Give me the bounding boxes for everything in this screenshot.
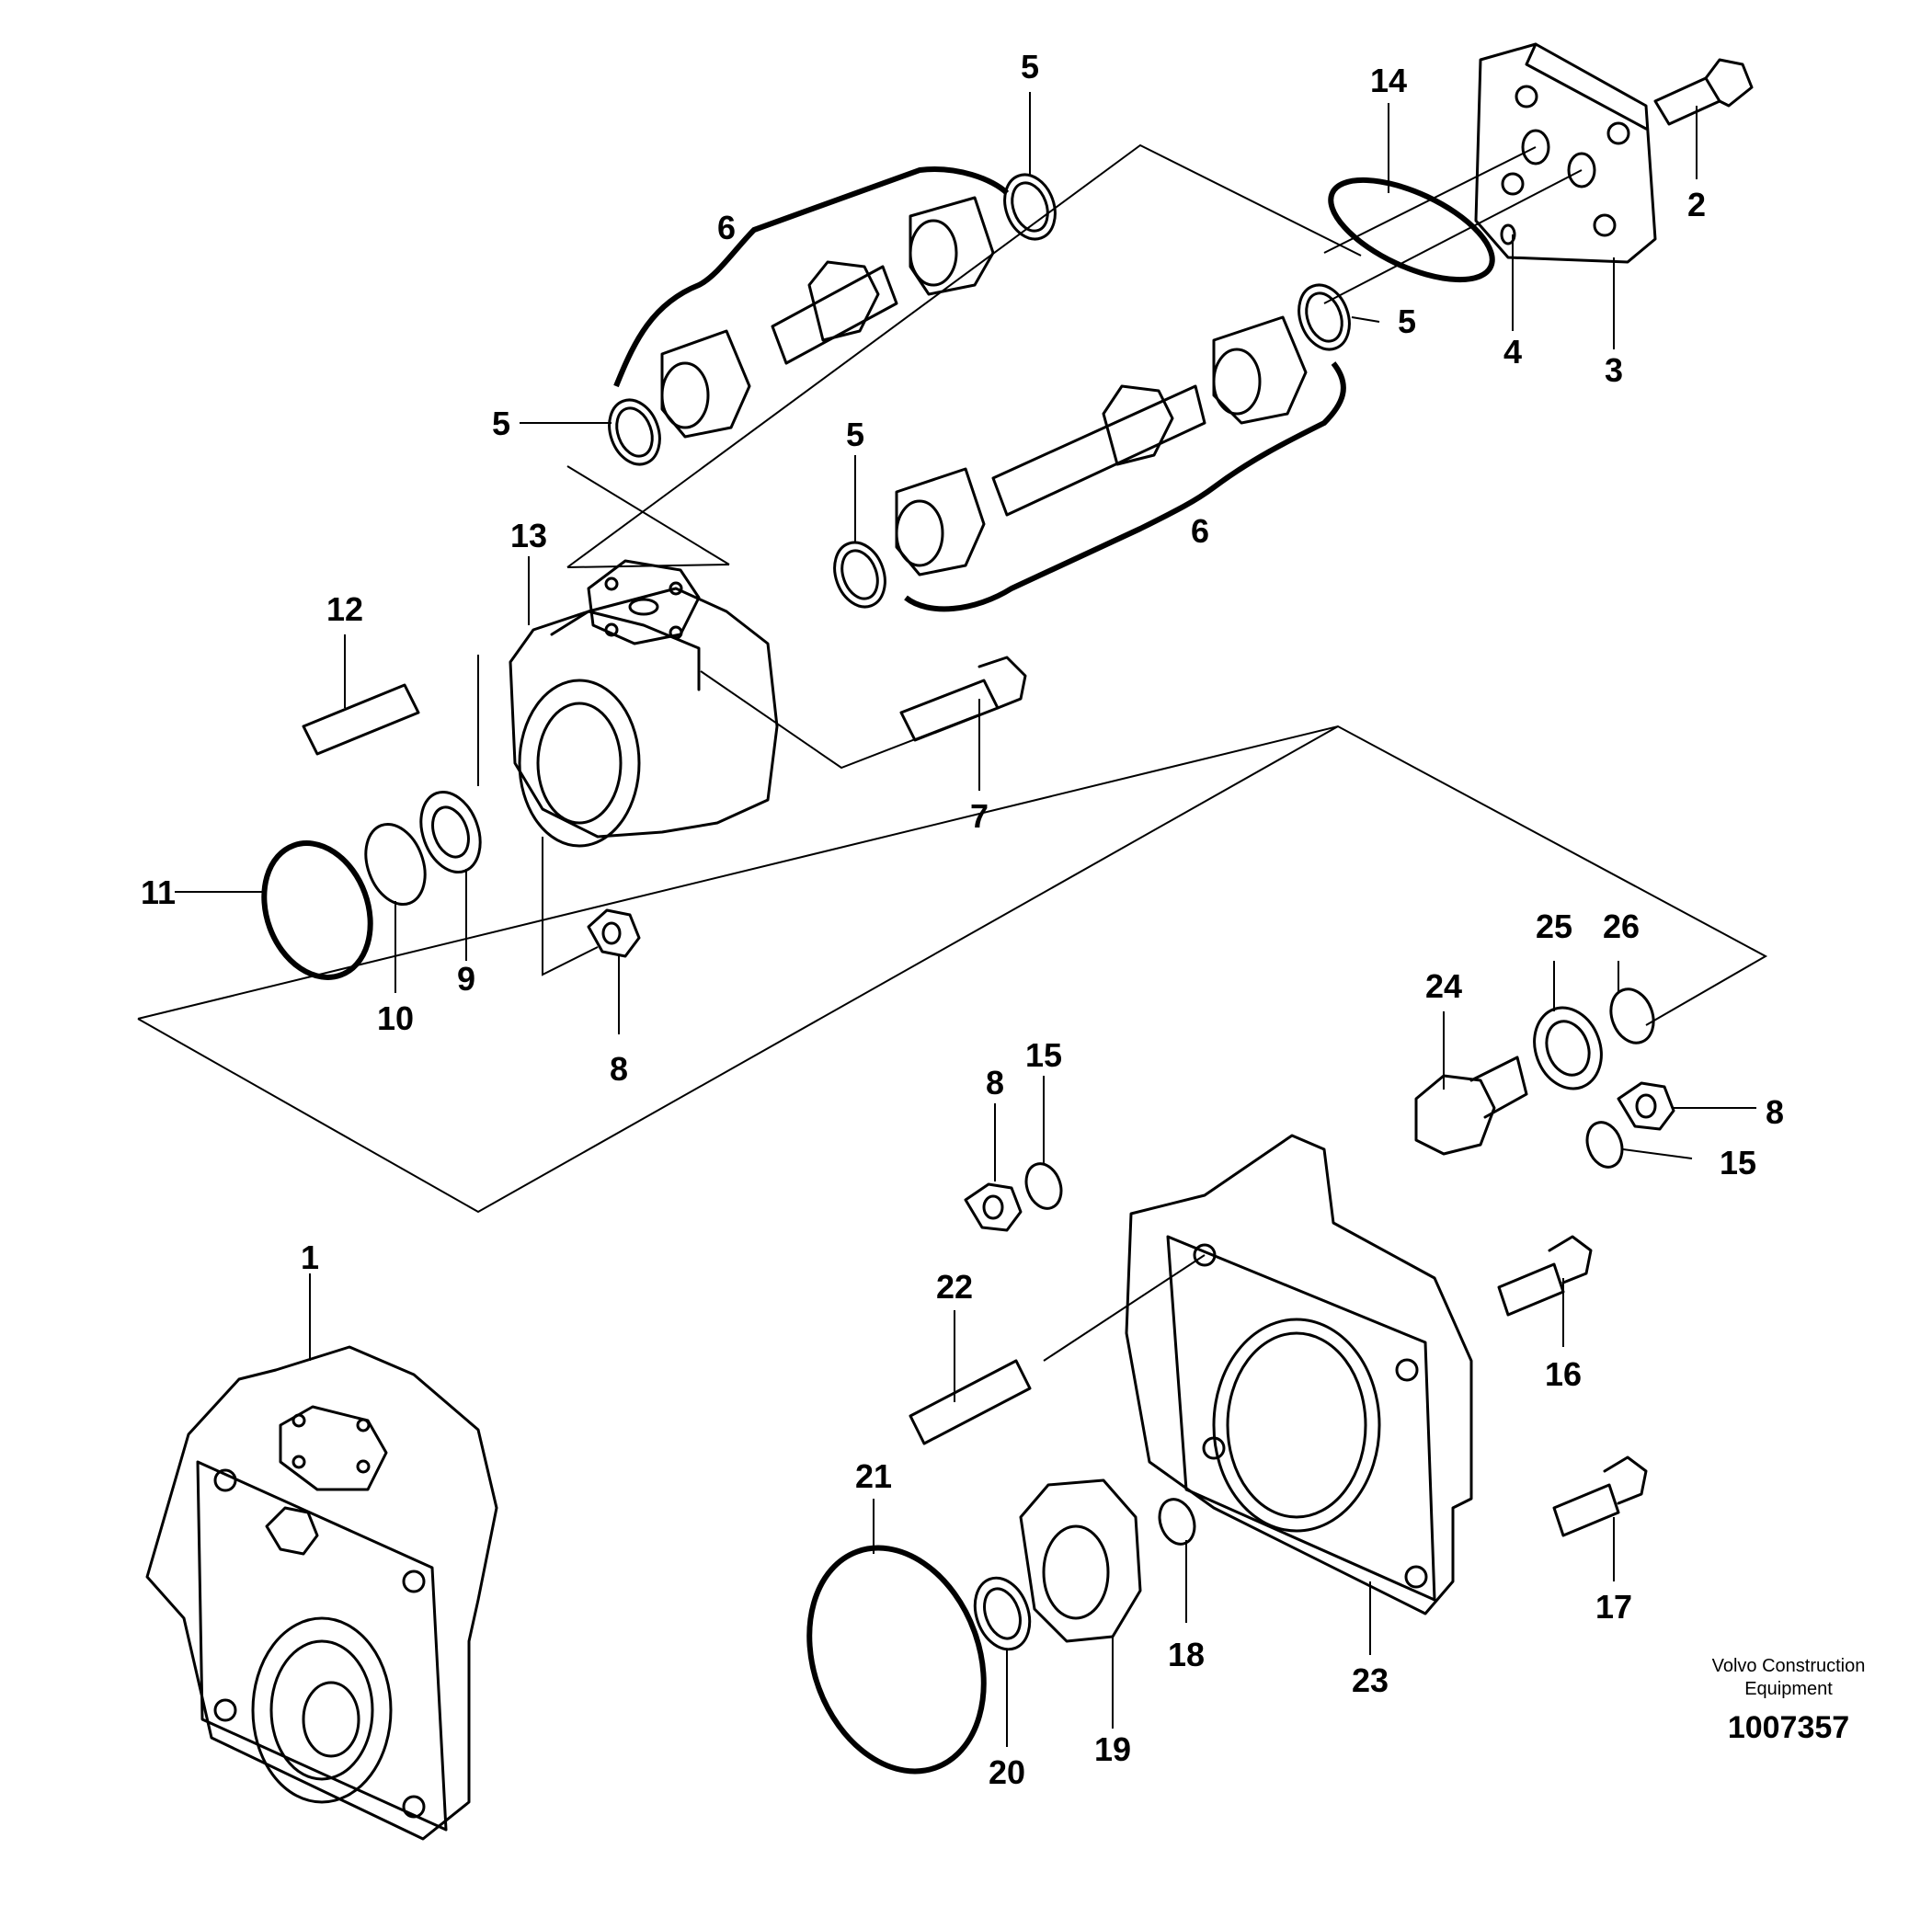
assembly-frame-lines	[137, 143, 1768, 1214]
callout-15a: 15	[1025, 1036, 1062, 1074]
callout-8a: 8	[610, 1050, 628, 1088]
drive-gear-parts	[1414, 987, 1655, 1156]
callout-24: 24	[1425, 967, 1462, 1005]
seal-rings	[608, 173, 1351, 609]
callout-5d: 5	[846, 416, 864, 453]
callout-20: 20	[989, 1753, 1025, 1791]
callout-25: 25	[1536, 907, 1572, 945]
o-ring-part	[1328, 177, 1495, 283]
front-flange-housing-part	[1043, 1134, 1473, 1615]
callout-14: 14	[1370, 62, 1407, 99]
assembled-pump-part	[145, 1345, 498, 1841]
callout-11: 11	[141, 873, 176, 911]
callout-21: 21	[855, 1457, 892, 1495]
callout-26: 26	[1603, 907, 1640, 945]
stud-part	[302, 683, 420, 756]
stud-part	[909, 1359, 1032, 1445]
lower-ring-and-gear-parts	[806, 1478, 1196, 1775]
pump-body-part	[509, 559, 779, 848]
callout-10: 10	[377, 999, 414, 1037]
callout-5b: 5	[1398, 302, 1416, 340]
callout-2: 2	[1687, 186, 1706, 223]
callout-4: 4	[1503, 333, 1522, 371]
leader-lines	[175, 92, 1756, 1747]
callout-16: 16	[1545, 1355, 1582, 1393]
callout-17: 17	[1595, 1588, 1632, 1626]
callout-7: 7	[970, 797, 989, 835]
document-number: 1007357	[1728, 1710, 1849, 1745]
credit-line-2: Equipment	[1744, 1679, 1833, 1699]
gear-set-upper	[613, 166, 1010, 439]
small-o-ring-part	[1500, 223, 1516, 245]
callout-8b: 8	[986, 1064, 1004, 1101]
credit-line-1: Volvo Construction	[1712, 1656, 1866, 1676]
callout-13: 13	[510, 517, 547, 554]
callout-15b: 15	[1720, 1144, 1756, 1181]
ring-and-bearing-parts	[261, 790, 482, 980]
callout-3: 3	[1605, 351, 1623, 389]
nut-and-washer-parts	[964, 1081, 1675, 1232]
callout-22: 22	[936, 1268, 973, 1306]
bolt-part	[899, 656, 1027, 742]
callout-5c: 5	[492, 405, 510, 442]
gear-set-lower	[895, 315, 1346, 612]
callout-6a: 6	[717, 209, 736, 246]
end-cover-part	[1323, 42, 1657, 304]
callout-8c: 8	[1766, 1093, 1784, 1131]
callout-5a: 5	[1021, 48, 1039, 86]
callout-19: 19	[1094, 1730, 1131, 1768]
callout-12: 12	[326, 590, 363, 628]
callout-6b: 6	[1191, 512, 1209, 550]
callout-labels: 1 2 3 4 5 5 5 5 6 6 7 8 8 8 9 10 11 12 1…	[141, 48, 1784, 1791]
bolt-part	[1653, 58, 1754, 126]
nut-part	[587, 908, 641, 958]
callout-23: 23	[1352, 1661, 1389, 1699]
callout-18: 18	[1168, 1636, 1205, 1673]
callout-9: 9	[457, 960, 475, 998]
callout-1: 1	[301, 1238, 319, 1276]
